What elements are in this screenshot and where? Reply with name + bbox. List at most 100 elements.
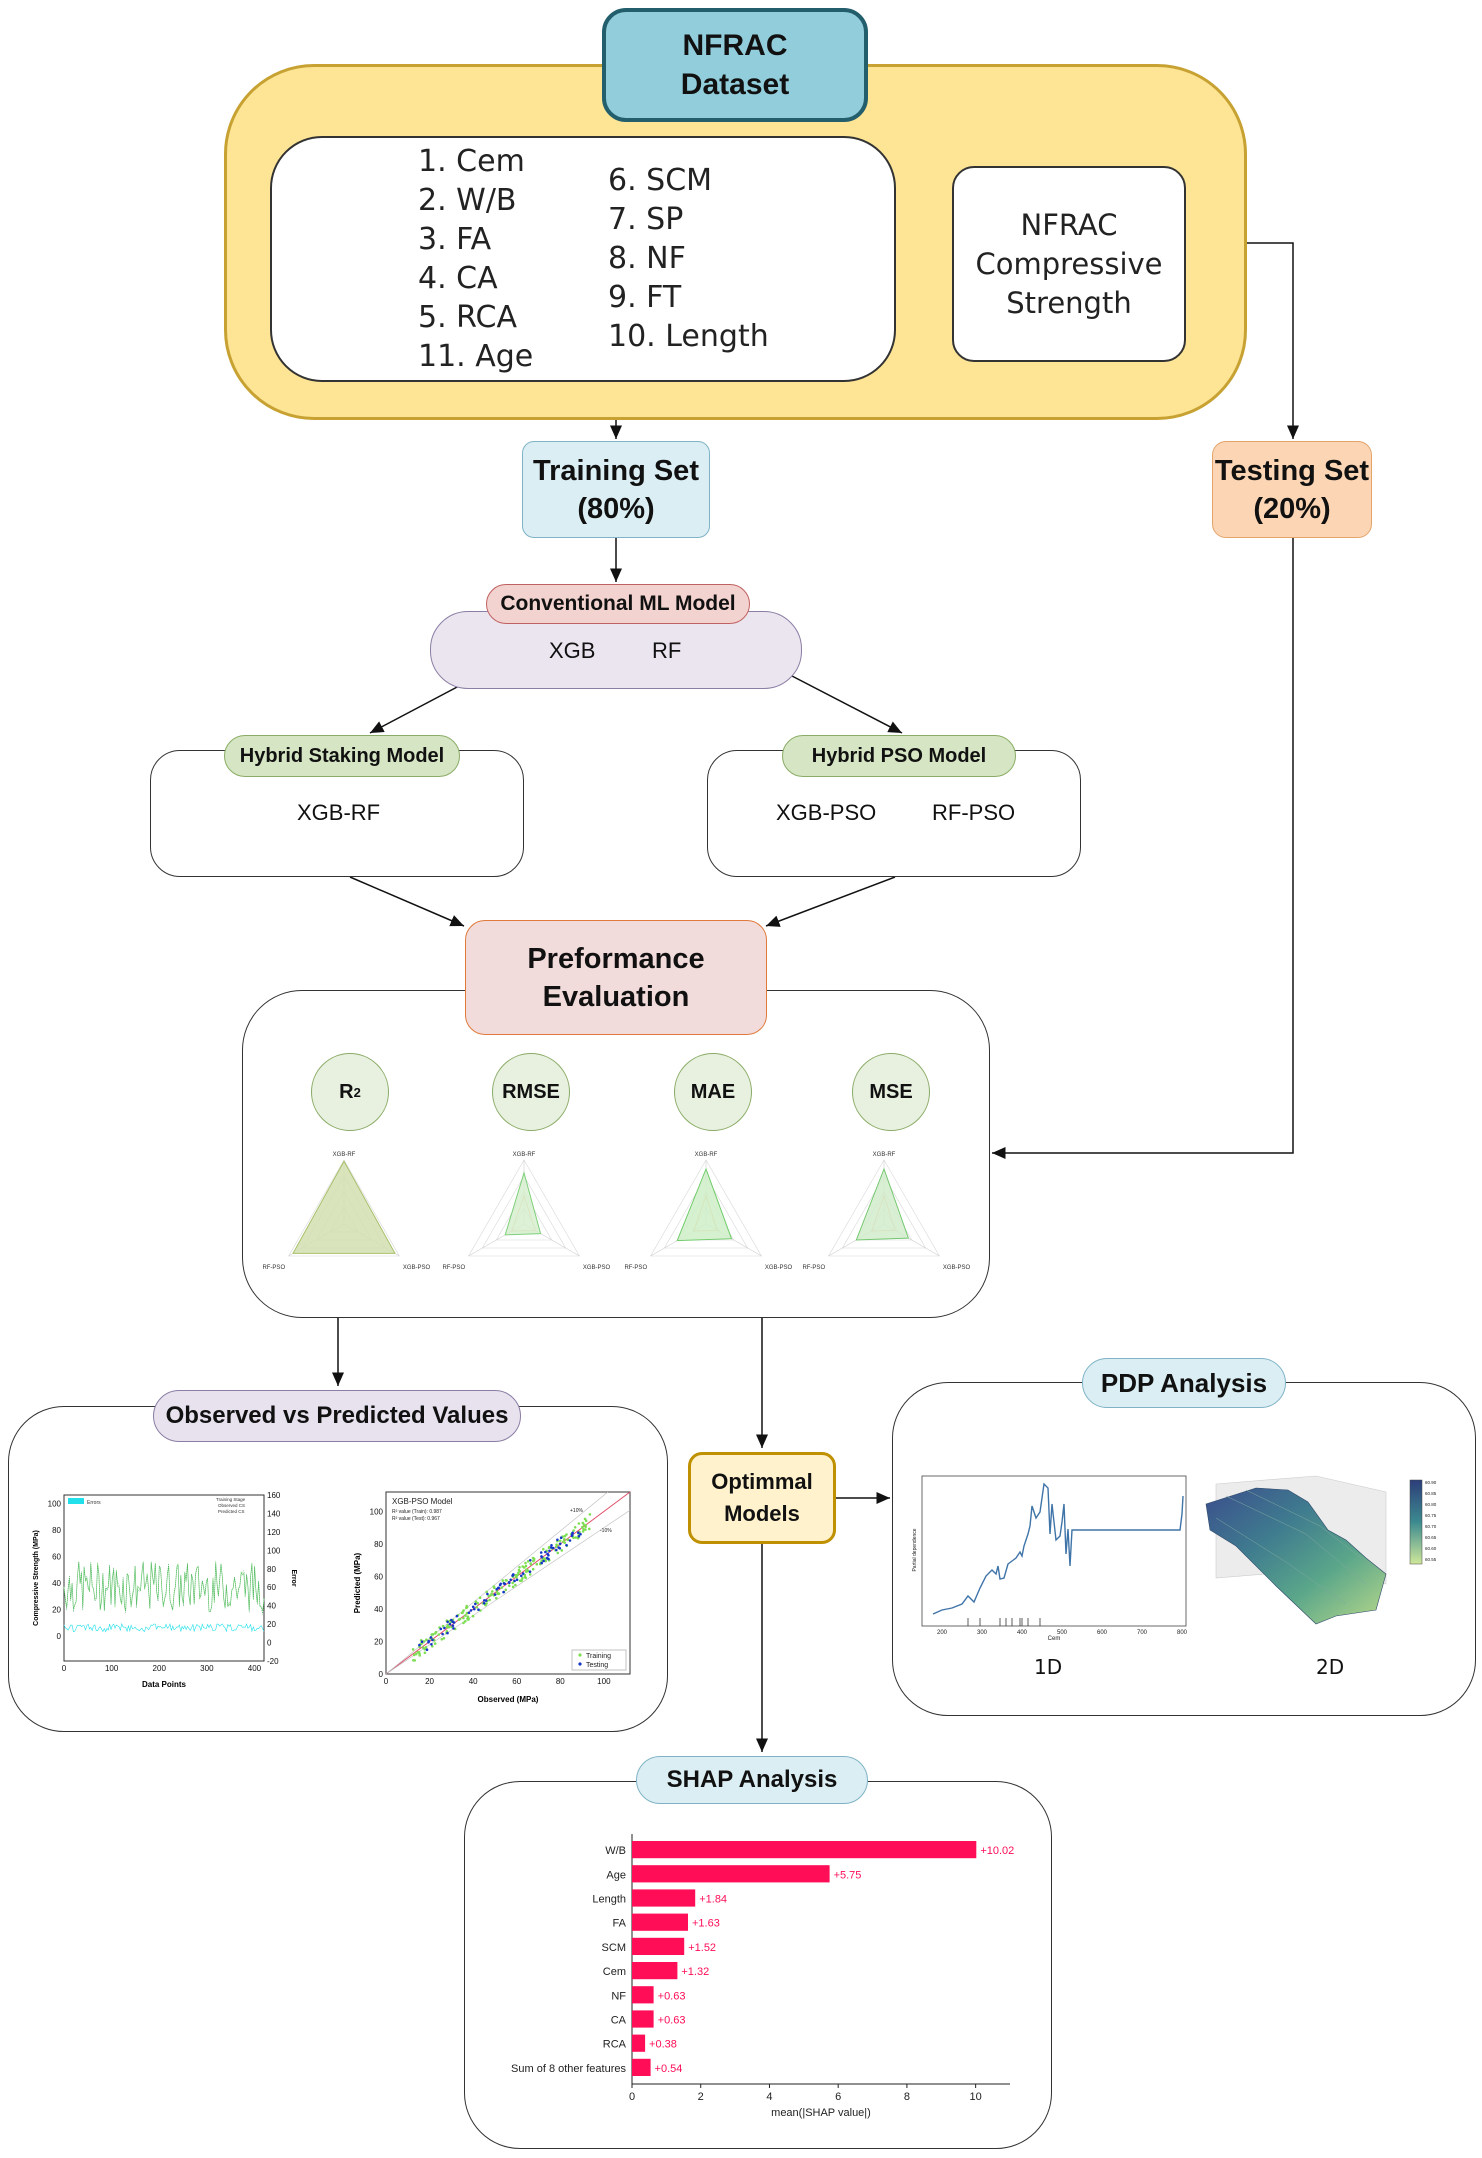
- testing-point: [418, 1643, 421, 1647]
- series-legend-entry: Observed CS: [218, 1503, 245, 1508]
- arrow-pso-to-performance: [765, 876, 896, 927]
- shap-category-label: SCM: [602, 1942, 626, 1954]
- scatter-x-tick: 0: [384, 1677, 389, 1686]
- testing-point: [420, 1640, 424, 1643]
- performance-label-line: Preformance: [527, 942, 705, 975]
- scatter-y-tick: 60: [374, 1573, 383, 1582]
- metric-name: MSE: [869, 1080, 913, 1103]
- shap-value-label: +0.63: [658, 1990, 686, 2002]
- radar-axis-label: RF-PSO: [624, 1265, 647, 1271]
- testing-point: [544, 1550, 547, 1554]
- scatter-x-tick: 40: [469, 1677, 478, 1686]
- testing-point: [529, 1559, 532, 1562]
- testing-point: [556, 1538, 559, 1542]
- stacking-models-box: XGB-RF: [150, 750, 524, 877]
- shap-category-label: RCA: [603, 2039, 627, 2051]
- testing-point: [471, 1605, 475, 1609]
- pdp-1d-x-tick: 800: [1177, 1630, 1188, 1636]
- shap-value-label: +1.84: [699, 1894, 727, 1906]
- errors-legend-swatch: [68, 1498, 84, 1504]
- series-y2label: Error: [290, 1569, 297, 1586]
- training-point: [413, 1659, 416, 1662]
- series-x-tick: 100: [105, 1664, 119, 1673]
- testing-point: [448, 1622, 452, 1626]
- shap-value-label: +1.32: [681, 1966, 709, 1978]
- shap-value-label: +0.38: [649, 2039, 677, 2051]
- pdp-2d-caption: 2D: [1316, 1655, 1345, 1679]
- series-y2-tick: 0: [267, 1639, 272, 1648]
- series-y-tick: 80: [52, 1526, 61, 1535]
- metric-superscript: 2: [353, 1084, 361, 1100]
- input-variable: 11. Age: [418, 339, 534, 374]
- training-point: [584, 1519, 588, 1522]
- series-y2-tick: 160: [267, 1491, 281, 1500]
- testing-legend-marker: [578, 1662, 582, 1666]
- testing-point: [452, 1621, 456, 1624]
- training-point: [588, 1527, 591, 1531]
- shap-x-tick: 6: [835, 2091, 841, 2103]
- training-point: [531, 1556, 535, 1560]
- training-point: [462, 1616, 465, 1620]
- shap-category-label: CA: [611, 2015, 627, 2027]
- training-point: [582, 1527, 585, 1531]
- training-point: [457, 1618, 461, 1621]
- scatter-r2-test: R² value (Test): 0.967: [392, 1516, 440, 1522]
- shap-x-tick: 10: [970, 2091, 982, 2103]
- training-point: [566, 1538, 570, 1541]
- series-y-tick: 60: [52, 1552, 61, 1561]
- testing-point: [559, 1536, 563, 1539]
- pso-models-label: Hybrid PSO Model: [782, 735, 1016, 777]
- testing-point: [467, 1611, 471, 1615]
- training-point: [573, 1526, 577, 1529]
- series-xlabel: Data Points: [142, 1680, 187, 1689]
- training-point: [560, 1549, 564, 1552]
- pdp-1d-x-tick: 300: [977, 1630, 988, 1636]
- testing-point: [455, 1614, 459, 1618]
- shap-category-label: Length: [592, 1894, 626, 1906]
- shap-bar: [632, 1889, 696, 1907]
- training-point: [464, 1620, 467, 1623]
- training-point: [574, 1536, 578, 1539]
- model-name: XGB: [549, 638, 596, 663]
- testing-point: [551, 1546, 555, 1550]
- training-point: [445, 1625, 449, 1629]
- shap-category-label: NF: [611, 1990, 626, 2002]
- testing-point: [579, 1532, 582, 1536]
- training-point: [460, 1611, 464, 1615]
- training-point: [524, 1561, 527, 1565]
- scatter-x-tick: 80: [556, 1677, 565, 1686]
- training-point: [572, 1536, 575, 1540]
- training-point: [471, 1614, 475, 1618]
- series-legend-entry: Training Stage: [216, 1497, 246, 1502]
- training-point: [434, 1632, 437, 1635]
- training-point: [556, 1551, 560, 1555]
- testing-point: [427, 1641, 430, 1644]
- series-y2-tick: 60: [267, 1583, 276, 1592]
- training-point: [518, 1566, 521, 1569]
- training-point: [462, 1609, 465, 1612]
- testing-point: [443, 1626, 446, 1630]
- scatter-y-tick: 20: [374, 1638, 383, 1647]
- training-point: [501, 1579, 505, 1582]
- pdp-1d-x-tick: 700: [1137, 1630, 1148, 1636]
- training-point: [521, 1576, 524, 1580]
- testing-point: [577, 1535, 581, 1538]
- testing-point: [496, 1586, 500, 1590]
- training-point: [514, 1574, 517, 1577]
- shap-value-label: +1.63: [692, 1918, 720, 1930]
- series-legend-entry: Predicted CS: [218, 1509, 245, 1514]
- testing-point: [545, 1556, 549, 1560]
- testing-point: [521, 1572, 525, 1575]
- input-variable: 8. NF: [608, 241, 686, 276]
- target-line: Strength: [1006, 285, 1132, 320]
- conventional-models-box: XGB RF: [430, 611, 802, 689]
- series-x-tick: 400: [248, 1664, 262, 1673]
- input-variable: 5. RCA: [418, 300, 517, 335]
- input-variable: 4. CA: [418, 261, 498, 296]
- optimal-models-line: Optimmal: [711, 1469, 813, 1494]
- conventional-models-label: Conventional ML Model: [486, 584, 750, 624]
- training-legend-marker: [578, 1653, 582, 1657]
